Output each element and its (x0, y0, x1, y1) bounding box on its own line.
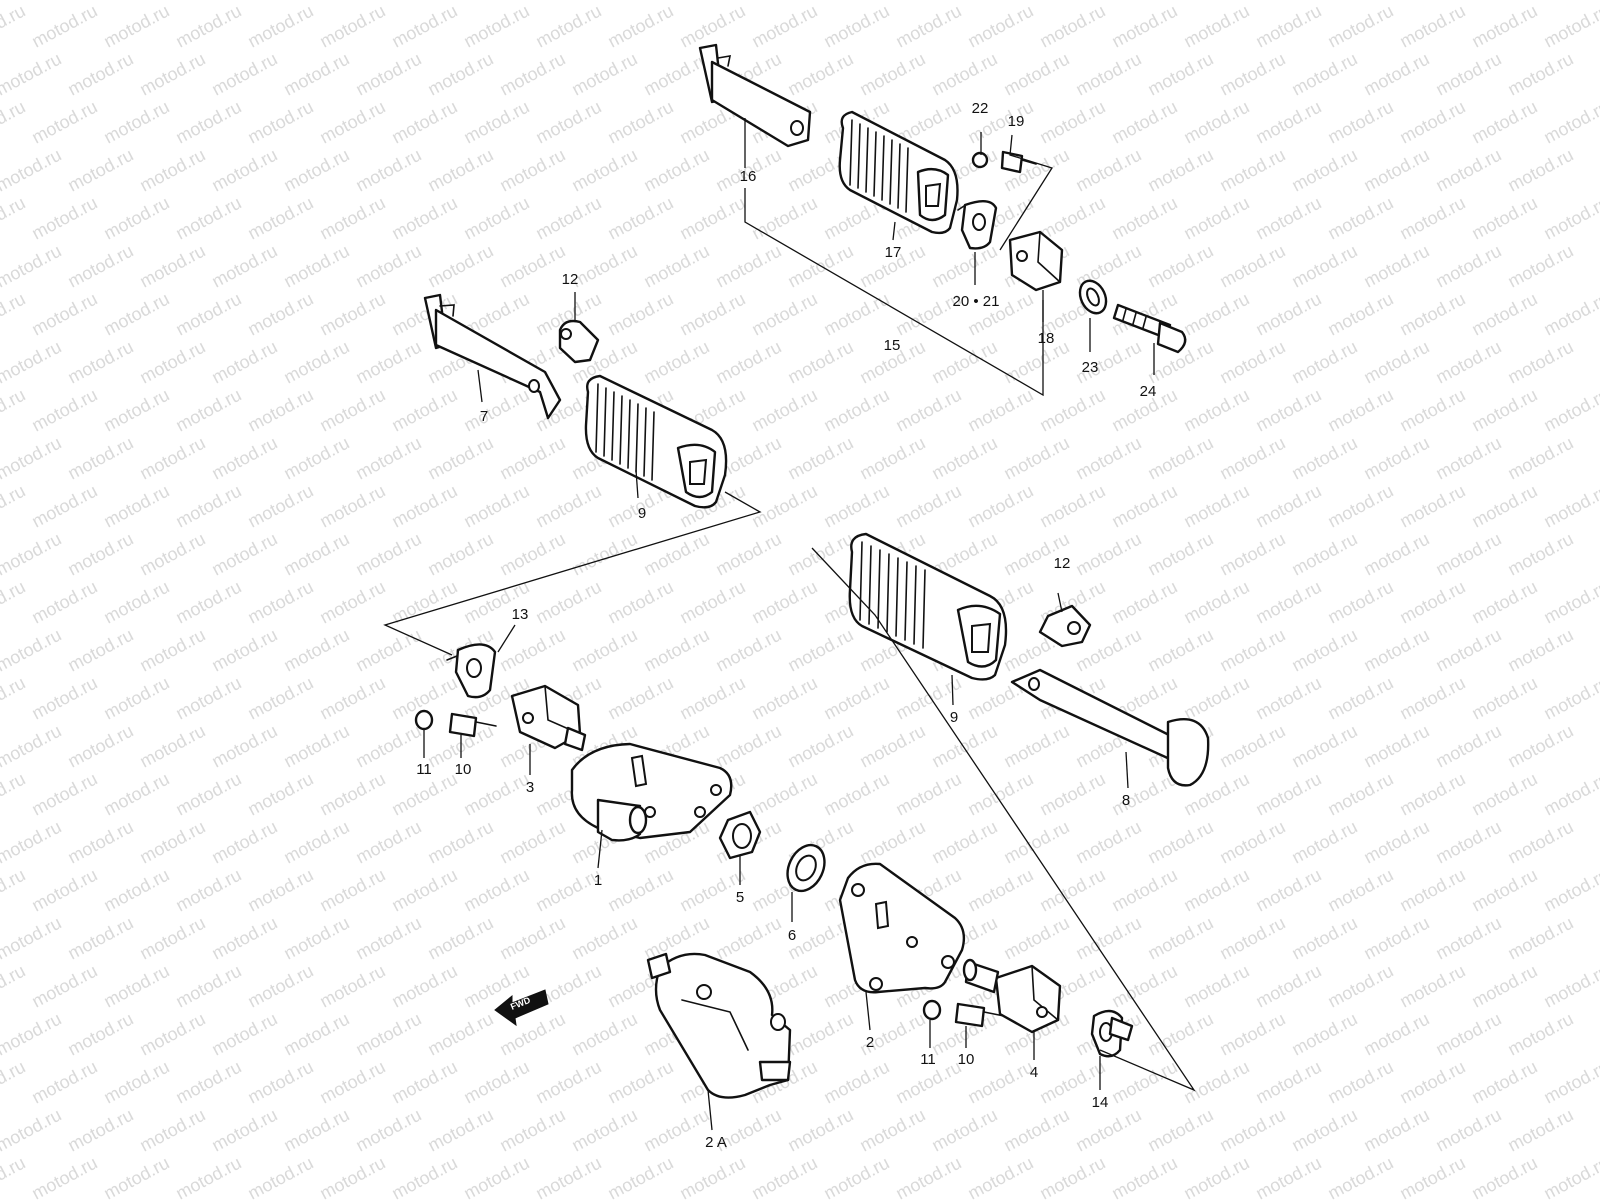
callout-19: 19 (1008, 113, 1025, 130)
callout-7: 7 (480, 408, 488, 425)
bracket-12-right (1038, 604, 1092, 648)
callout-13: 13 (512, 606, 529, 623)
bracket-4 (962, 958, 1062, 1034)
callout-22: 22 (972, 100, 989, 117)
callout-11-left: 11 (416, 761, 432, 778)
bolt-10-right (954, 1002, 1005, 1028)
callout-2: 2 (866, 1034, 874, 1051)
washer-6 (786, 843, 826, 893)
callout-labels: 16 17 22 19 20 • 21 15 18 23 24 12 7 9 1… (416, 100, 1156, 1151)
washer-23 (1078, 279, 1108, 315)
cap-11-left (414, 709, 434, 731)
nut-5 (718, 810, 762, 860)
callout-3: 3 (526, 779, 534, 796)
footrest-rod-16 (698, 43, 812, 148)
callout-1: 1 (594, 872, 602, 889)
leader-lines (383, 118, 1196, 1131)
plate-14 (1090, 1009, 1134, 1058)
callout-4: 4 (1030, 1064, 1038, 1081)
bracket-3 (510, 684, 587, 752)
callout-17: 17 (885, 244, 902, 261)
bracket-12-left (558, 319, 600, 364)
footrest-grip-9-right (848, 532, 1008, 681)
callout-10-left: 10 (455, 761, 472, 778)
callout-12-left: 12 (562, 271, 579, 288)
callout-18: 18 (1038, 330, 1055, 347)
fwd-arrow-icon: FWD (494, 989, 549, 1027)
footrest-grip-9-left (584, 374, 728, 509)
callout-2a: 2 A (705, 1134, 727, 1151)
callout-11-right: 11 (920, 1051, 936, 1068)
callout-16: 16 (740, 168, 757, 185)
bracket-18 (1008, 230, 1064, 292)
callout-8: 8 (1122, 792, 1130, 809)
bracket-plate-20-21 (957, 200, 998, 250)
callout-12-right: 12 (1054, 555, 1071, 572)
bolt-24 (1112, 303, 1187, 354)
callout-24: 24 (1140, 383, 1157, 400)
callout-15: 15 (884, 337, 901, 354)
cap-11-right (922, 999, 942, 1021)
callout-23: 23 (1082, 359, 1099, 376)
callout-14: 14 (1092, 1094, 1109, 1111)
callout-9-left: 9 (638, 505, 646, 522)
plate-13 (446, 643, 497, 699)
bolt-10-left (448, 712, 497, 738)
footrest-bracket-1 (570, 742, 733, 842)
callout-5: 5 (736, 889, 744, 906)
footrest-rod-7 (423, 293, 562, 420)
callout-20-21: 20 • 21 (953, 293, 1000, 310)
washer-22 (971, 151, 989, 169)
footrest-rod-8 (1010, 668, 1210, 787)
footrest-plate-2 (838, 862, 966, 994)
callout-9-right: 9 (950, 709, 958, 726)
bracket-mount-2a (646, 952, 792, 1099)
callout-10-right: 10 (958, 1051, 975, 1068)
footrest-grip-17 (838, 110, 959, 235)
callout-6: 6 (788, 927, 796, 944)
